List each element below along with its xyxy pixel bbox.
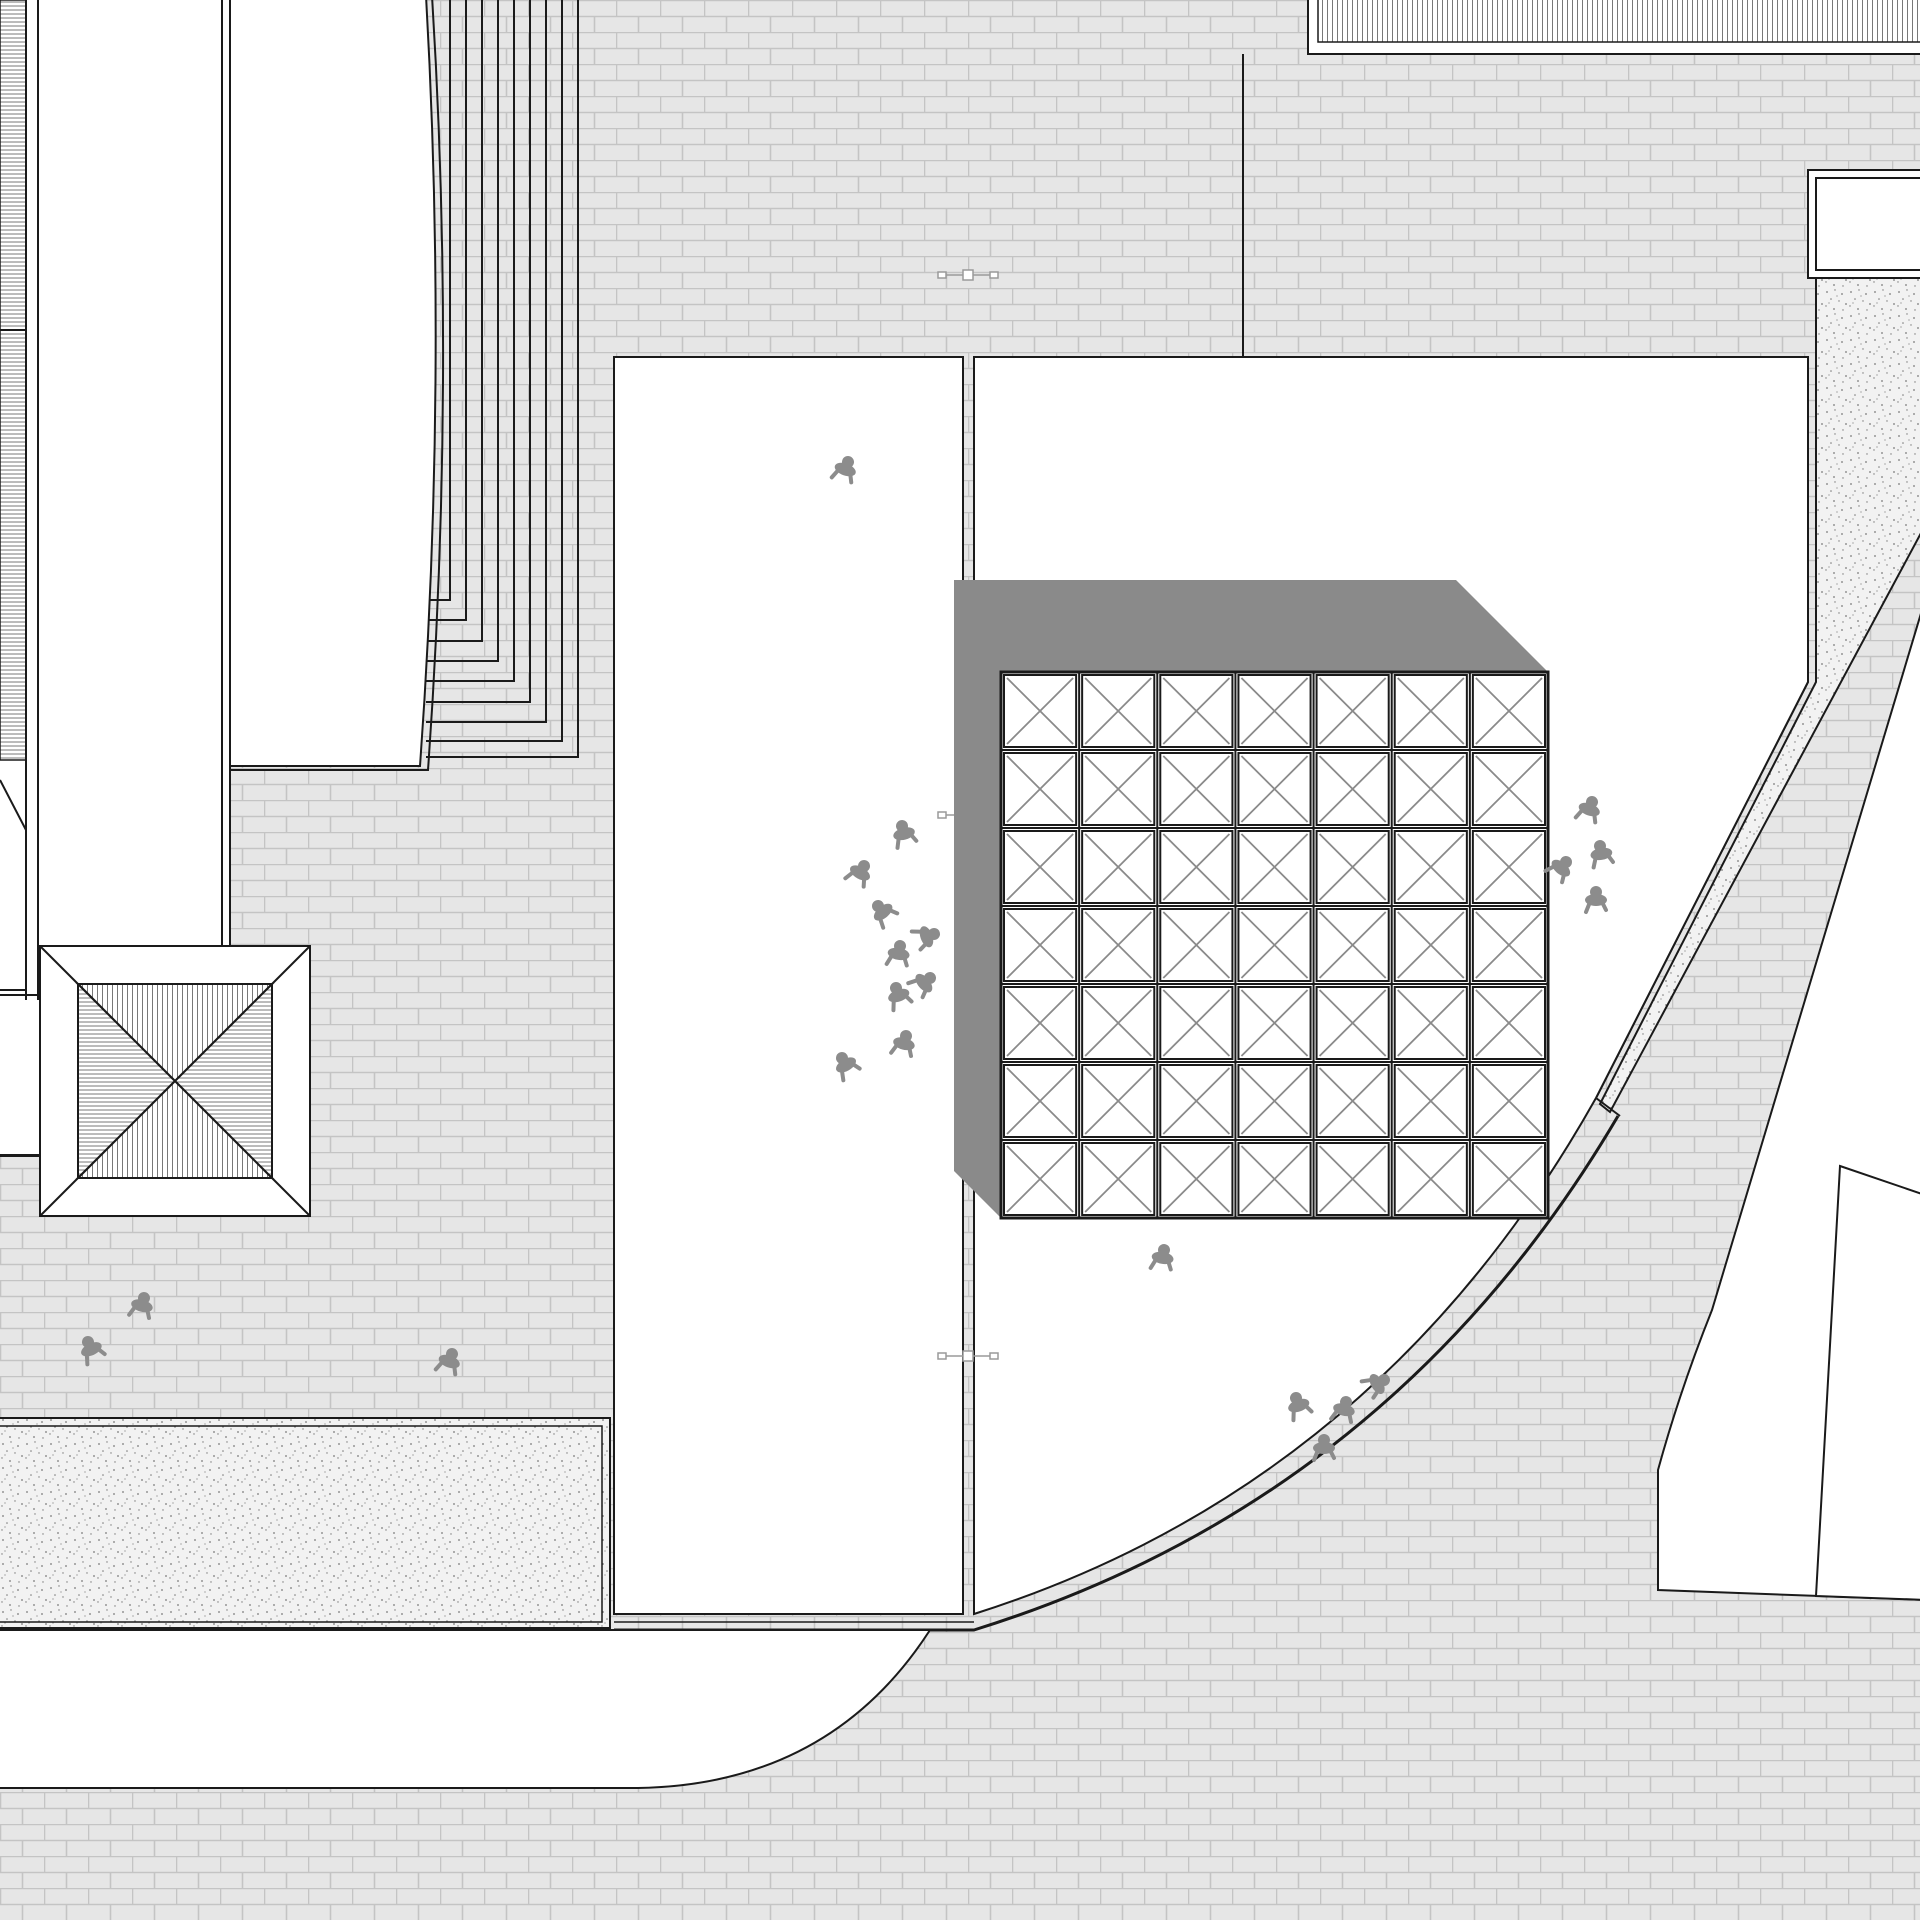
- person-figure: [127, 1292, 153, 1320]
- pavilion-grid-cell: [1237, 674, 1312, 748]
- pavilion-grid-cell: [1003, 1142, 1078, 1216]
- pavilion-grid-cell: [1315, 908, 1390, 982]
- pavilion-grid-cell: [1393, 908, 1468, 982]
- pavilion-grid-cell: [1159, 674, 1234, 748]
- pavilion-grid-cell: [1003, 830, 1078, 904]
- person-figure: [829, 456, 856, 485]
- pavilion-grid-cell: [1471, 986, 1547, 1060]
- right-lawn-parcel: [1814, 1164, 1920, 1601]
- pavilion-grid-cell: [1315, 1142, 1390, 1216]
- pavilion-grid-cell: [1471, 830, 1547, 904]
- person-figure: [1584, 886, 1608, 914]
- pavilion-grid-cell: [1081, 986, 1156, 1060]
- person-figure: [81, 1336, 107, 1367]
- pavilion-grid-cell: [1393, 1142, 1468, 1216]
- pavilion-grid-cell: [1237, 1142, 1312, 1216]
- person-figure: [888, 982, 914, 1013]
- person-figure: [433, 1348, 460, 1377]
- pavilion-grid-cell: [1159, 752, 1234, 826]
- person-figure: [906, 972, 936, 1000]
- pavilion-grid-cell: [1471, 908, 1547, 982]
- pavilion-shadow: [954, 580, 1548, 1218]
- pavilion-grid-cell: [1393, 986, 1468, 1060]
- pavilion-grid-cell: [1081, 1142, 1156, 1216]
- pavilion-grid-cell: [1159, 908, 1234, 982]
- pavilion-grid-cell: [1081, 752, 1156, 826]
- pavilion-grid-cell: [1081, 674, 1156, 748]
- pavilion-grid-cell: [1315, 752, 1390, 826]
- pavilion-grid-cell: [1237, 1064, 1312, 1138]
- pavilion-grid-cell: [1159, 1064, 1234, 1138]
- pavilion-grid-cell: [1081, 830, 1156, 904]
- pavilion-grid-cell: [1003, 752, 1078, 826]
- person-figure: [1329, 1396, 1355, 1424]
- grid-pavilion: [999, 670, 1550, 1220]
- person-figure: [836, 1052, 862, 1083]
- person-figure: [1148, 1244, 1174, 1272]
- person-figure: [909, 926, 940, 952]
- stepped-terrace: [426, 0, 579, 758]
- person-figure: [843, 860, 870, 889]
- person-figure: [1590, 840, 1615, 870]
- person-figure: [889, 1030, 915, 1058]
- pavilion-grid-cell: [1159, 986, 1234, 1060]
- bottom-left-gravel-bed: [0, 1417, 611, 1629]
- people-figures: [81, 456, 1615, 1462]
- pavilion-grid-cells: [1001, 672, 1548, 1218]
- pavilion-grid-cell: [1315, 986, 1390, 1060]
- pavilion-grid-cell: [1003, 674, 1078, 748]
- pavilion-grid-cell: [1237, 830, 1312, 904]
- person-figure: [1359, 1374, 1390, 1400]
- right-gravel-strip: [1598, 277, 1920, 1114]
- person-figure: [884, 940, 910, 968]
- pavilion-grid-cell: [1471, 1142, 1547, 1216]
- light-fixture-bottom: [937, 1350, 999, 1362]
- pavilion-grid-cell: [1315, 674, 1390, 748]
- pavilion-grid-cell: [1003, 1064, 1078, 1138]
- person-figure: [893, 820, 919, 850]
- pavilion-grid-cell: [1159, 830, 1234, 904]
- person-figure: [1573, 796, 1600, 825]
- pavilion-grid-cell: [1393, 674, 1468, 748]
- pavilion-grid-cell: [1003, 986, 1078, 1060]
- person-figure: [1288, 1392, 1314, 1423]
- pavilion-grid-cell: [1471, 674, 1547, 748]
- pavilion-grid-cell: [1315, 830, 1390, 904]
- pavilion-grid-cell: [1081, 908, 1156, 982]
- pavilion-grid-cell: [1081, 1064, 1156, 1138]
- top-right-building: [1242, 0, 1920, 358]
- left-facade-hatch: [0, 0, 27, 761]
- pavilion-grid-cell: [1237, 986, 1312, 1060]
- pavilion-grid-cell: [1471, 1064, 1547, 1138]
- pavilion-grid-cell: [1471, 752, 1547, 826]
- curved-long-building: [229, 0, 437, 767]
- bottom-road: [0, 1629, 932, 1789]
- pavilion-grid-cell: [1393, 752, 1468, 826]
- person-figure: [1543, 856, 1572, 885]
- pavilion-grid-cell: [1159, 1142, 1234, 1216]
- white-plaza: [613, 356, 964, 1615]
- light-fixture-top: [937, 269, 999, 281]
- pavilion-grid-cell: [1003, 908, 1078, 982]
- pavilion-grid-cell: [1393, 830, 1468, 904]
- pavilion-grid-cell: [1237, 752, 1312, 826]
- pavilion-grid-cell: [1237, 908, 1312, 982]
- right-edge-building: [1807, 169, 1920, 279]
- pavilion-grid-cell: [1315, 1064, 1390, 1138]
- pavilion-grid-cell: [1393, 1064, 1468, 1138]
- person-figure: [1312, 1434, 1336, 1462]
- person-figure: [872, 900, 900, 930]
- hip-roof-pavilion: [39, 945, 311, 1217]
